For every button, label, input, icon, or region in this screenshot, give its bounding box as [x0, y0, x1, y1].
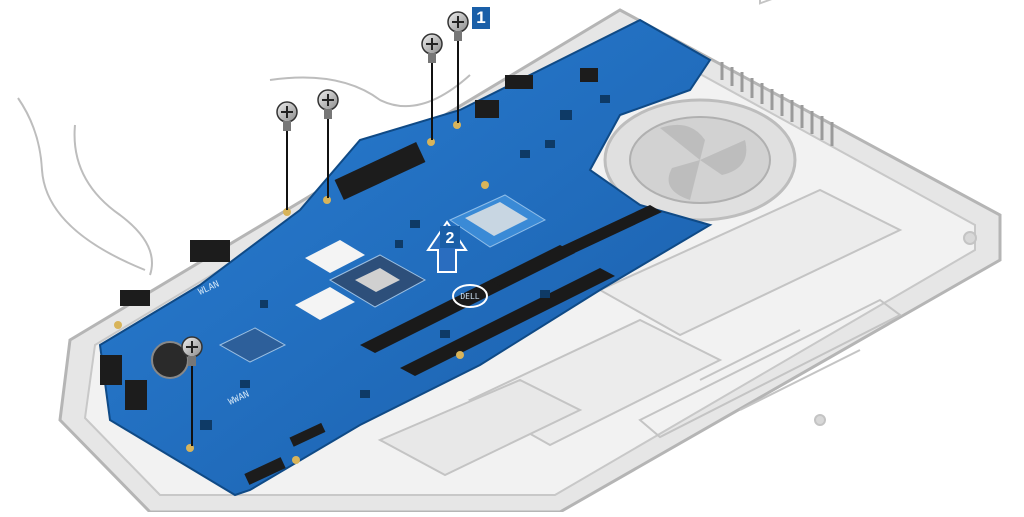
smd-components — [200, 95, 610, 430]
motherboard: DELL WLAN WWAN — [98, 18, 713, 497]
memory-slots — [360, 205, 662, 376]
memory-chip-a — [305, 240, 365, 273]
cooling-fan — [603, 98, 797, 222]
lift-arrow-icon: 2 — [426, 220, 468, 273]
board-connectors — [100, 68, 598, 485]
gpu-chip — [328, 254, 427, 308]
screw-icon — [276, 101, 298, 210]
cpu-chip — [448, 194, 547, 248]
antenna-cables — [17, 74, 471, 276]
screws — [181, 11, 469, 446]
screw-icon — [421, 33, 443, 140]
callout-1-label: 1 — [472, 7, 490, 29]
dell-logo: DELL — [452, 284, 488, 308]
screw-icon — [447, 11, 469, 123]
vent-slots — [720, 62, 834, 146]
screw-icon — [317, 89, 339, 198]
lower-components — [377, 0, 977, 477]
memory-chip-b — [295, 287, 355, 320]
callout-2-label: 2 — [446, 230, 455, 247]
dell-logo-text: DELL — [460, 292, 479, 301]
chipset — [218, 327, 287, 363]
callout-2-box — [440, 226, 460, 248]
screw-icon — [181, 336, 203, 446]
